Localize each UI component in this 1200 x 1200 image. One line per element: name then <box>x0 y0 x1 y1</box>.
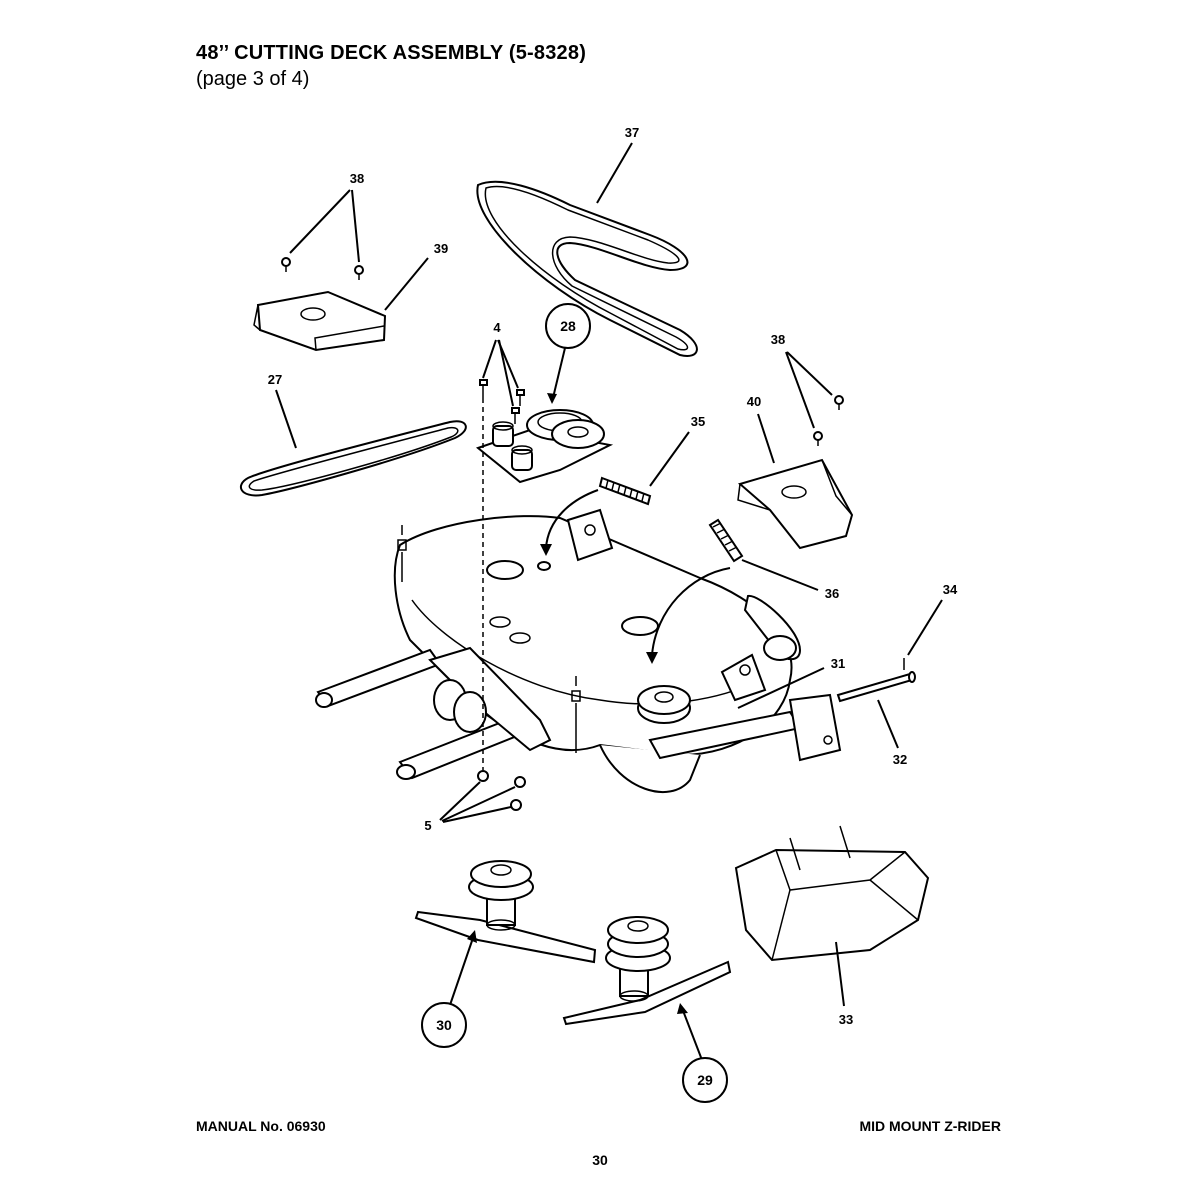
washer-part <box>537 561 551 571</box>
leader-28 <box>551 347 566 403</box>
callout-29-circle <box>682 1057 728 1103</box>
callout-28-circle <box>545 303 591 349</box>
spring-36-part <box>708 518 744 563</box>
leader-38b-a <box>786 351 833 396</box>
callout-36: 36 <box>825 586 839 601</box>
leader-33 <box>835 941 845 1007</box>
arrow-30 <box>467 930 477 943</box>
blade-spindle-30-part <box>414 860 597 964</box>
leader-29 <box>681 1007 703 1061</box>
leader-32 <box>877 699 899 749</box>
roller-pin-part <box>836 671 916 703</box>
leader-5a <box>439 781 481 821</box>
spring-35-part <box>598 476 652 506</box>
leader-30 <box>449 934 475 1006</box>
callout-35: 35 <box>691 414 705 429</box>
hanger-chain-part <box>397 525 581 753</box>
leader-38a-right <box>351 189 360 263</box>
install-arrow-36 <box>651 567 731 656</box>
callout-32: 32 <box>893 752 907 767</box>
leader-38a-left <box>289 189 351 254</box>
screw-part <box>813 395 844 446</box>
page-title: 48’’ CUTTING DECK ASSEMBLY (5-8328) <box>196 42 587 64</box>
nut-part <box>477 770 526 811</box>
arrow-28 <box>547 393 557 404</box>
spindle-guard-part <box>737 458 854 550</box>
page-number: 30 <box>592 1152 608 1168</box>
leader-31 <box>737 667 825 709</box>
leader-40 <box>757 413 775 464</box>
arrow-29 <box>677 1003 688 1014</box>
leader-36 <box>741 559 819 591</box>
install-arrow-35 <box>545 489 599 549</box>
manual-number: MANUAL No. 06930 <box>196 1118 326 1134</box>
leader-4a <box>482 339 497 379</box>
bolt-part <box>479 379 525 424</box>
belt-guard-part <box>253 290 387 352</box>
page-subtitle: (page 3 of 4) <box>196 68 310 90</box>
rear-bar-part <box>648 693 842 762</box>
anti-scalp-roller-part <box>743 595 802 661</box>
leader-38b-b <box>785 351 815 429</box>
callout-38-upper: 38 <box>350 171 364 186</box>
leader-37 <box>596 142 633 204</box>
discharge-chute-part <box>734 825 930 962</box>
leader-4c <box>498 339 514 407</box>
deck-belt-part <box>239 420 467 497</box>
callout-4: 4 <box>493 320 501 335</box>
arrowhead-35 <box>540 544 552 556</box>
callout-30: 30 <box>436 1017 452 1033</box>
callout-30-circle <box>421 1002 467 1048</box>
callout-29: 29 <box>697 1072 713 1088</box>
deck-roller-part <box>433 679 487 733</box>
arrowhead-36 <box>646 652 658 664</box>
mounting-bracket-part <box>566 508 767 702</box>
callout-38-right: 38 <box>771 332 785 347</box>
callout-31: 31 <box>831 656 845 671</box>
blade-spindle-29-part <box>562 916 732 1026</box>
callout-27: 27 <box>268 372 282 387</box>
callout-37: 37 <box>625 125 639 140</box>
leader-39 <box>384 257 429 311</box>
screw-part <box>281 257 364 280</box>
leader-35 <box>649 431 690 487</box>
front-axle-arm-part <box>315 646 552 780</box>
model-name: MID MOUNT Z-RIDER <box>859 1118 1001 1134</box>
leader-5b <box>441 786 516 822</box>
callout-5: 5 <box>424 818 431 833</box>
leader-5c <box>442 806 512 823</box>
deck-pulley-part <box>637 685 691 724</box>
callout-33: 33 <box>839 1012 853 1027</box>
callout-40: 40 <box>747 394 761 409</box>
callout-39: 39 <box>434 241 448 256</box>
idler-pulley-assembly-part <box>475 409 614 484</box>
callout-28: 28 <box>560 318 576 334</box>
leader-27 <box>275 389 297 449</box>
callout-34: 34 <box>943 582 958 597</box>
drive-belt-part <box>476 180 698 357</box>
leader-34 <box>907 599 943 656</box>
